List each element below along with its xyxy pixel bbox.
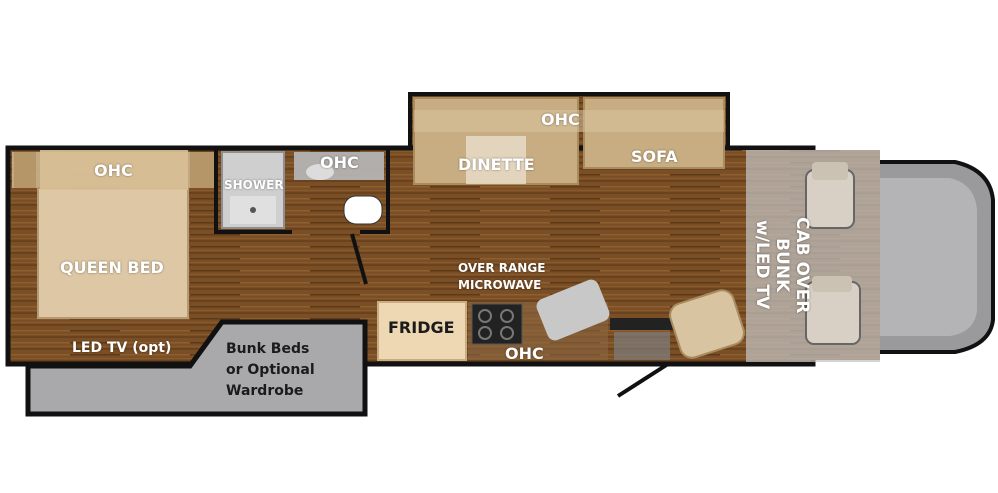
label-ohc-kitchen: OHC [505, 344, 544, 363]
bunk-line-2: or Optional [226, 362, 315, 378]
cab-line-1: CAB OVER BUNK [772, 216, 812, 314]
sofa [583, 97, 725, 169]
label-ohc-bath: OHC [320, 153, 359, 172]
toilet [343, 195, 383, 225]
range [471, 303, 523, 345]
label-ohc-slide: OHC [541, 110, 580, 129]
label-over-range-microwave: OVER RANGE MICROWAVE [458, 260, 545, 294]
microwave-line-1: OVER RANGE [458, 261, 546, 275]
bunk-line-1: Bunk Beds [226, 341, 310, 357]
label-cab-over-bunk: CAB OVER BUNK w/LED TV [752, 190, 812, 340]
queen-bed [37, 187, 189, 319]
microwave-line-2: MICROWAVE [458, 278, 542, 292]
bunk-beds [25, 319, 368, 417]
label-led-tv: LED TV (opt) [72, 340, 172, 356]
label-shower: SHOWER [224, 178, 284, 192]
label-fridge: FRIDGE [388, 318, 455, 337]
bunk-line-3: Wardrobe [226, 383, 304, 399]
cab-line-2: w/LED TV [752, 220, 772, 310]
label-ohc-bedroom: OHC [94, 161, 133, 180]
swivel-chair [669, 289, 745, 359]
fridge [377, 301, 467, 361]
label-bunk-beds: Bunk Beds or Optional Wardrobe [226, 339, 315, 402]
label-sofa: SOFA [631, 147, 678, 166]
label-queen-bed: QUEEN BED [60, 258, 164, 277]
sink [536, 279, 610, 341]
label-dinette: DINETTE [458, 155, 535, 174]
